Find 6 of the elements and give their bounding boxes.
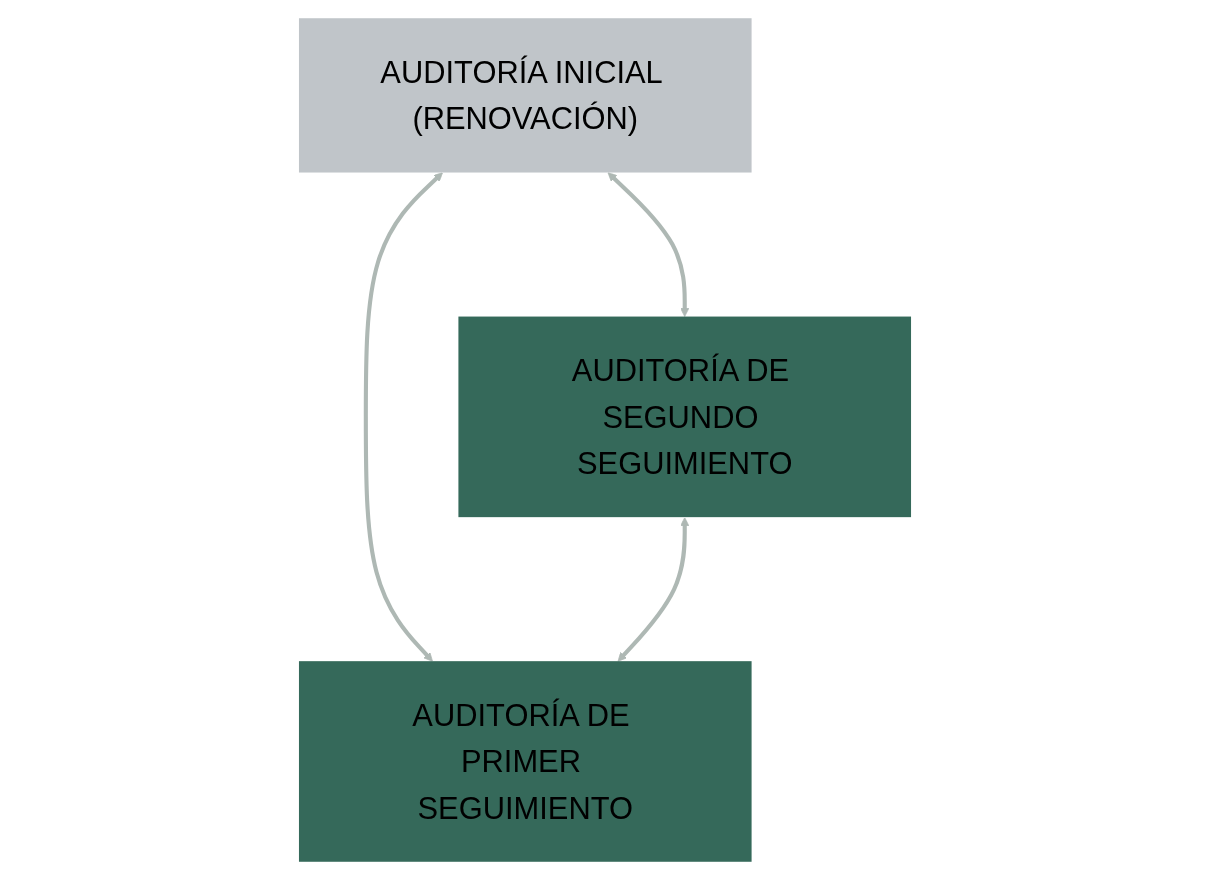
arrow <box>617 516 690 662</box>
arrow <box>363 171 443 662</box>
node-box: AUDITORÍA DE SEGUNDO SEGUIMIENTO <box>458 316 912 517</box>
arrow <box>607 171 690 317</box>
node-box: AUDITORÍA DE PRIMER SEGUIMIENTO <box>298 660 752 862</box>
node-box: AUDITORÍA INICIAL (RENOVACIÓN) <box>298 17 752 173</box>
